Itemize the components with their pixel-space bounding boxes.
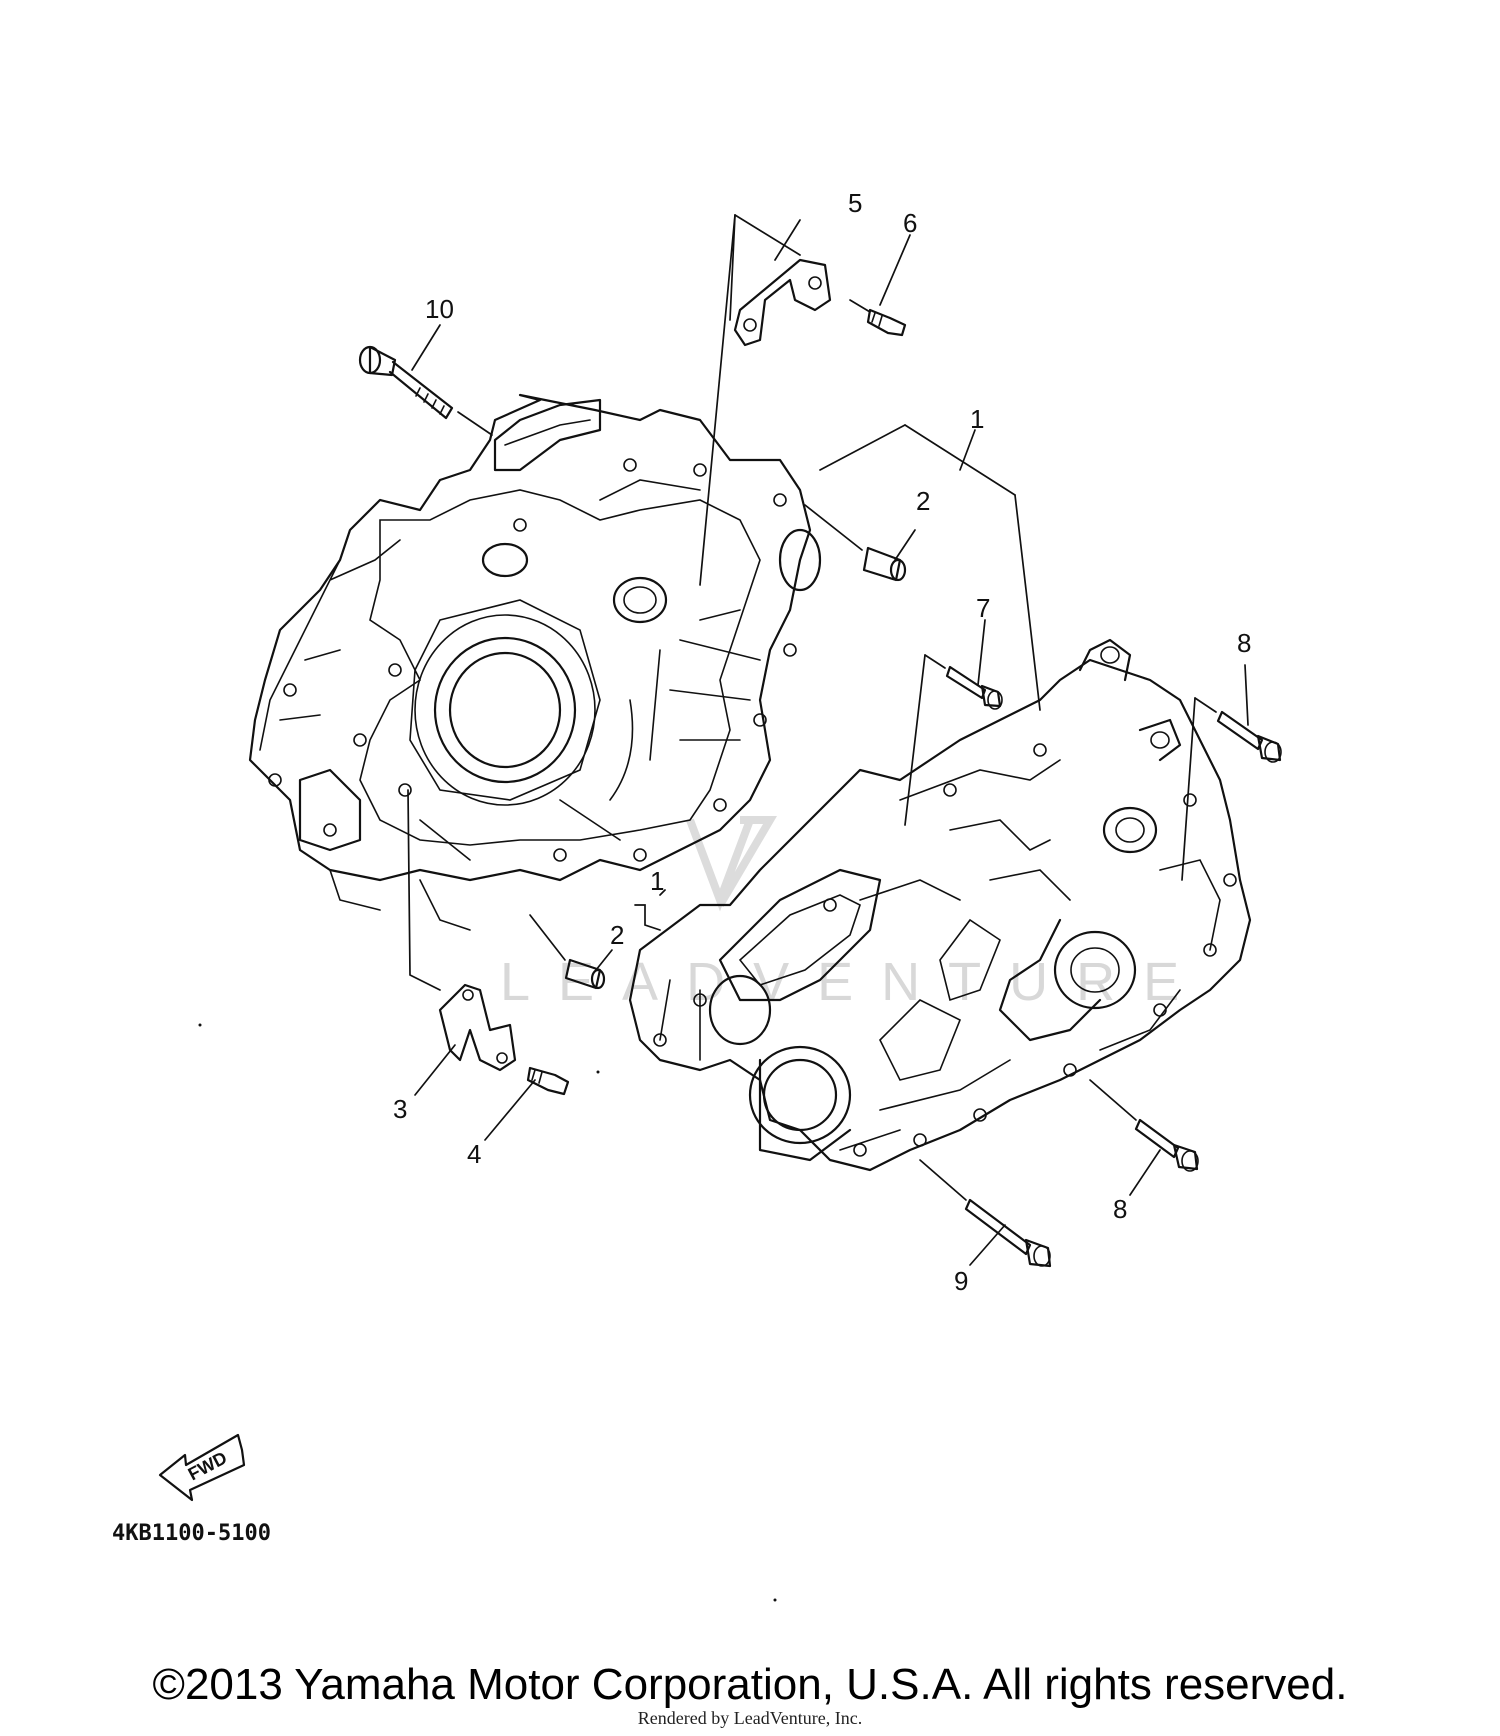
diagram-code: 4KB1100-5100 (112, 1521, 271, 1546)
part-6-bolt (866, 308, 907, 337)
leader-lines (407, 214, 1249, 1266)
callout-10: 10 (425, 294, 454, 324)
rendered-by-notice: Rendered by LeadVenture, Inc. (637, 1708, 863, 1728)
part-8-bolt-upper (1216, 710, 1282, 763)
callout-5: 5 (848, 188, 862, 218)
part-5-bracket (733, 258, 832, 347)
callout-8-lower: 8 (1113, 1194, 1127, 1224)
part-3-bracket (438, 983, 517, 1072)
watermark: LEADVENTURE (500, 816, 1207, 1012)
callout-4: 4 (467, 1139, 481, 1169)
callout-1-upper: 1 (970, 404, 984, 434)
part-2-dowel-upper (862, 546, 907, 582)
callout-8-upper: 8 (1237, 628, 1251, 658)
copyright-notice: ©2013 Yamaha Motor Corporation, U.S.A. A… (152, 1660, 1348, 1709)
fwd-arrow-icon: FWD (158, 1433, 246, 1502)
part-10-long-bolt (358, 345, 454, 420)
left-crankcase (248, 393, 822, 931)
part-9-bolt (964, 1198, 1052, 1268)
callout-9: 9 (954, 1266, 968, 1296)
part-4-bolt (526, 1066, 570, 1096)
callout-2-lower: 2 (610, 920, 624, 950)
callout-7: 7 (976, 593, 990, 623)
part-7-bolt (945, 665, 1003, 710)
callout-6: 6 (903, 208, 917, 238)
part-8-bolt-lower (1134, 1118, 1199, 1172)
callout-2-upper: 2 (916, 486, 930, 516)
right-crankcase (628, 638, 1252, 1172)
callout-labels: 5 6 10 1 2 7 8 1 2 3 4 8 9 (393, 188, 1251, 1296)
part-2-dowel-lower (564, 958, 606, 990)
callout-1-lower: 1 (650, 866, 664, 896)
callout-3: 3 (393, 1094, 407, 1124)
svg-text:LEADVENTURE: LEADVENTURE (500, 952, 1207, 1012)
